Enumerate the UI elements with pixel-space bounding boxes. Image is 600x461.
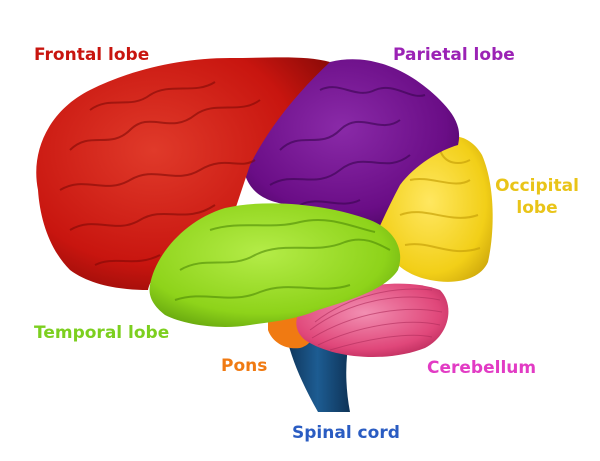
cerebellum-label: Cerebellum: [427, 358, 537, 378]
pons-label: Pons: [221, 356, 268, 376]
frontal-lobe: [36, 57, 330, 290]
occipital-label-line2: lobe: [516, 198, 558, 218]
spinal-cord-label: Spinal cord: [292, 423, 400, 443]
occipital-label-line1: Occipital: [495, 176, 579, 196]
temporal-lobe-label: Temporal lobe: [34, 323, 170, 343]
parietal-lobe-label: Parietal lobe: [393, 45, 515, 65]
parietal-lobe: [245, 59, 460, 231]
frontal-lobe-label: Frontal lobe: [34, 45, 150, 65]
occipital-lobe-label: Occipital lobe: [491, 175, 583, 219]
